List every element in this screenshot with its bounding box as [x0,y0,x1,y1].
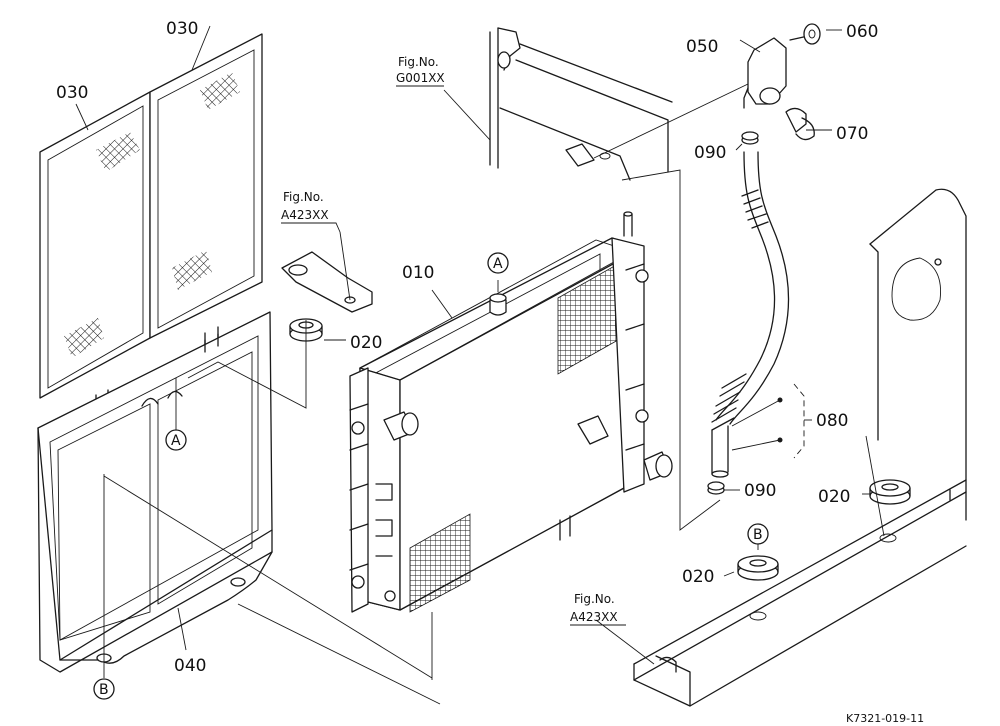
label-040: 040 [174,656,206,676]
hose [711,151,790,478]
marker-a-frame: A [165,429,187,451]
label-030-left: 030 [56,83,88,103]
screen-frame [37,311,273,673]
screen-panel-right [149,33,263,347]
label-020-lower: 020 [682,567,714,587]
radiator [349,211,673,613]
marker-b-frame: B [93,678,115,700]
grommet-right [869,479,911,505]
fig-ref-code-a423-lower: A423XX [570,610,618,624]
plug-070 [785,107,815,141]
label-010: 010 [402,263,434,283]
fig-ref-code-g001: G001XX [396,71,445,85]
fig-ref-code-a423-upper: A423XX [281,208,329,222]
fig-ref-label-g001: Fig.No. [398,55,439,69]
fig-ref-label-a423-lower: Fig.No. [574,592,615,606]
clamp-upper [741,131,759,145]
clamp-lower [707,481,725,495]
label-020-right: 020 [818,487,850,507]
drawing-code: K7321-019-11 [846,712,924,725]
label-070: 070 [836,124,868,144]
marker-b-lower: B [747,523,769,545]
svg-text:A: A [493,256,503,272]
label-030-upper: 030 [166,19,198,39]
svg-text:B: B [99,682,109,698]
label-020-bracket: 020 [350,333,382,353]
label-090-upper: 090 [694,143,726,163]
upper-bracket [281,251,373,313]
label-090-lower: 090 [744,481,776,501]
screen-panel-left [39,91,151,409]
support-frame-upper [489,27,673,181]
side-plate-right [869,188,967,521]
label-080: 080 [816,411,848,431]
label-060: 060 [846,22,878,42]
bolt-060 [789,23,821,45]
leader-lines [75,25,885,705]
fig-ref-label-a423-upper: Fig.No. [283,190,324,204]
lower-frame [633,479,967,707]
svg-text:A: A [171,433,181,449]
grommet-lower [737,555,779,581]
svg-text:B: B [753,527,763,543]
label-050: 050 [686,37,718,57]
radiator-cap-assembly [743,37,787,109]
marker-a-radiator: A [487,252,509,274]
